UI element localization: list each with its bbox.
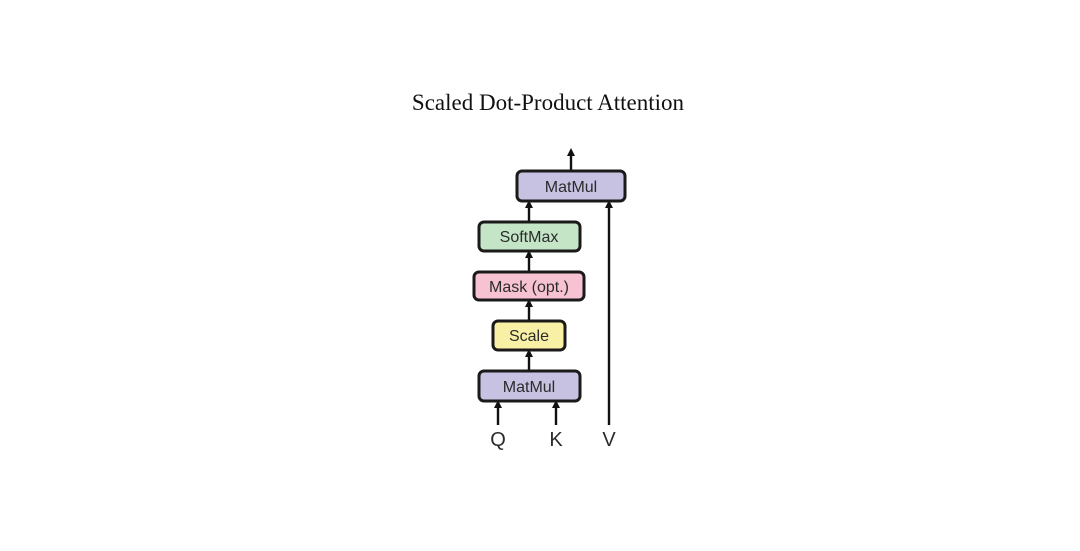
mask-block: Mask (opt.): [472, 270, 586, 302]
mask-box: [472, 270, 586, 302]
matmul-top-block: MatMul: [515, 169, 627, 203]
scale-label: Scale: [509, 328, 549, 345]
softmax-label: SoftMax: [500, 229, 559, 246]
matmul-top-box: [515, 169, 627, 203]
scale-box: [491, 319, 567, 352]
softmax-box: [477, 220, 582, 253]
matmul-bottom-block: MatMul: [477, 369, 582, 403]
matmul-bottom-label: MatMul: [503, 379, 555, 396]
v-label: V: [602, 429, 616, 451]
scale-block: Scale: [491, 319, 567, 352]
matmul-top-label: MatMul: [545, 179, 597, 196]
matmul-bottom-box: [477, 369, 582, 403]
flow-arrows: [494, 148, 613, 425]
mask-label: Mask (opt.): [489, 279, 569, 296]
q-label: Q: [490, 429, 506, 451]
k-label: K: [549, 429, 563, 451]
figure-title: Scaled Dot-Product Attention: [411, 90, 685, 115]
softmax-block: SoftMax: [477, 220, 582, 253]
